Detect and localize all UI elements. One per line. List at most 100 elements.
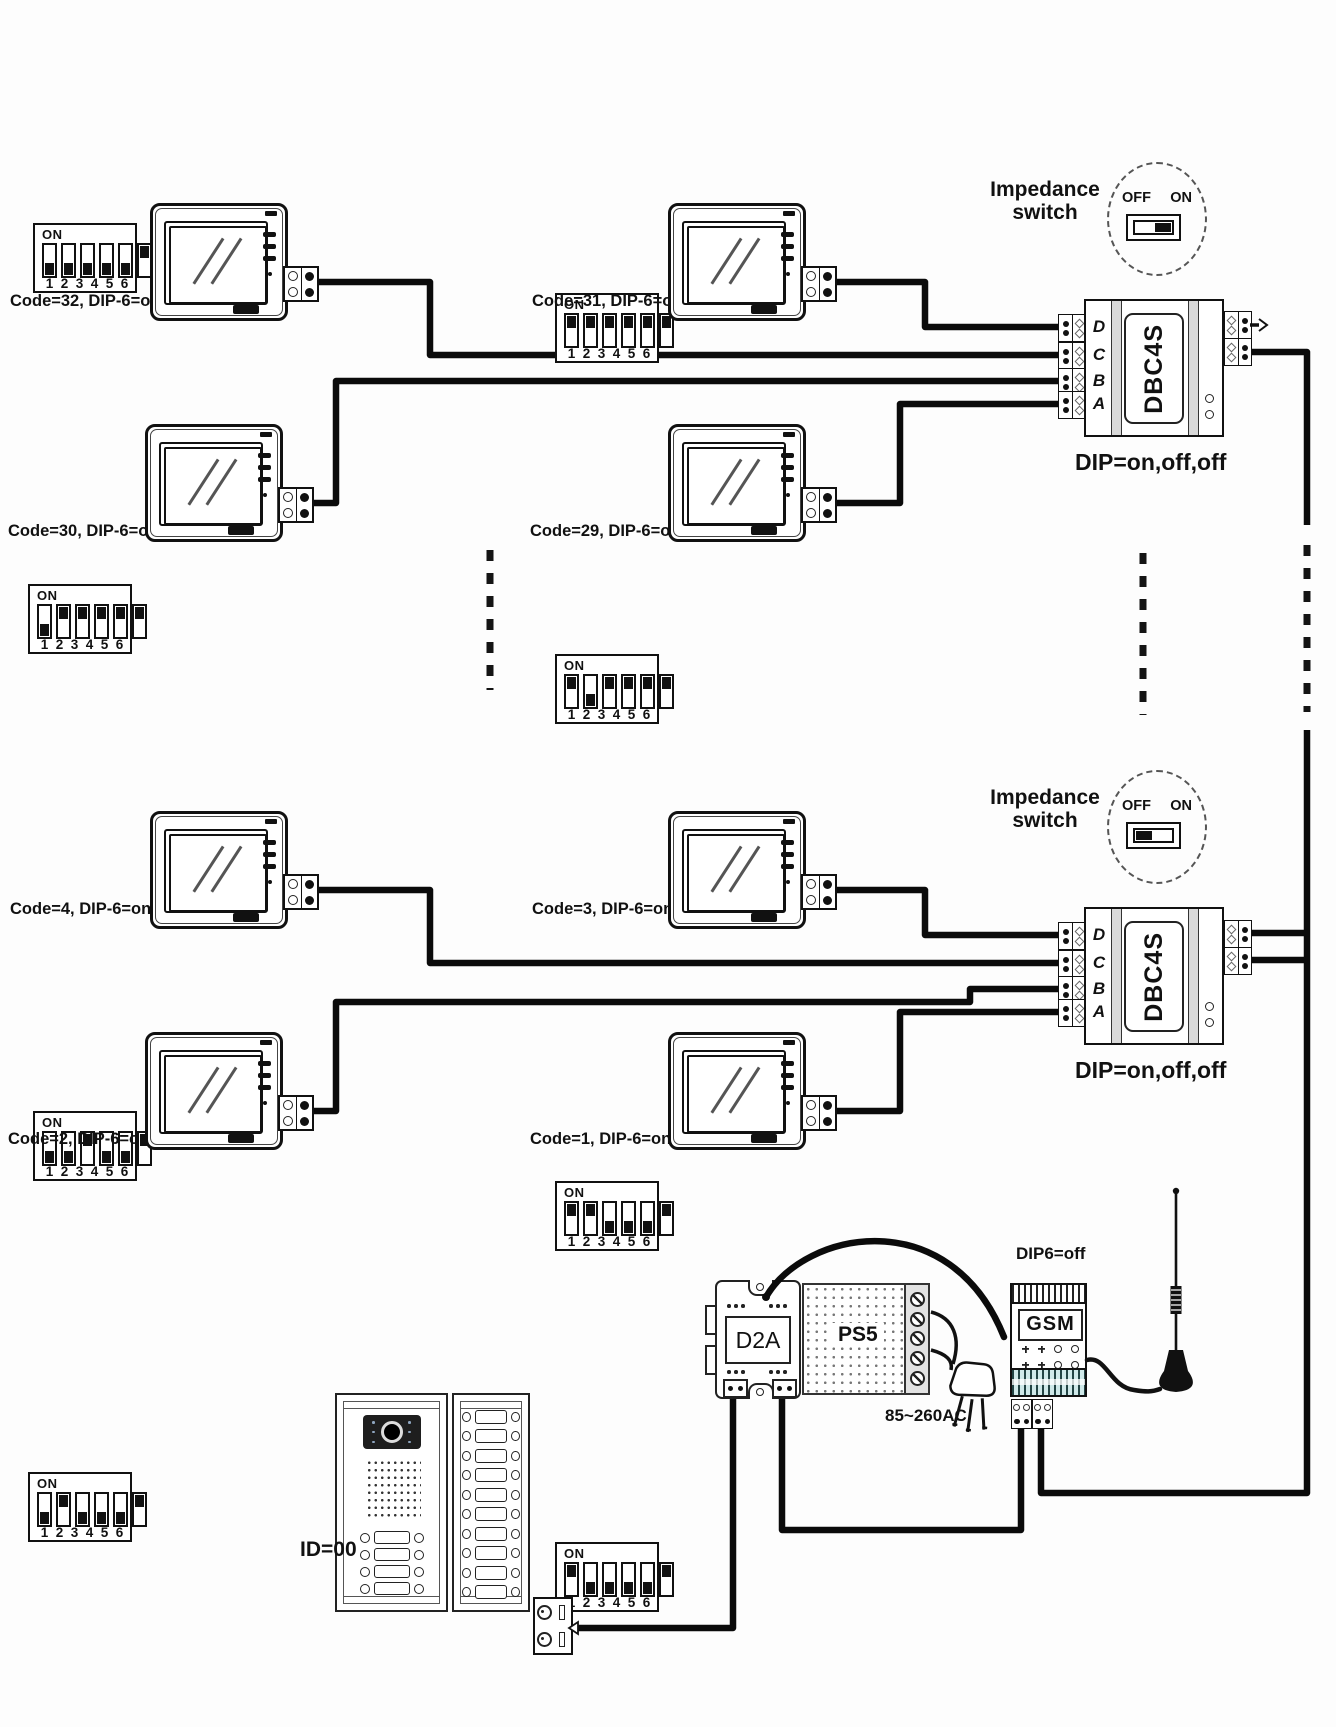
dip-slider[interactable]: [564, 674, 579, 709]
monitor-button-icon[interactable]: [781, 1085, 794, 1090]
monitor-button-icon[interactable]: [263, 840, 276, 845]
monitor-button-icon[interactable]: [781, 840, 794, 845]
dip-slider[interactable]: [621, 1562, 636, 1597]
monitor-button-icon[interactable]: [258, 453, 271, 458]
monitor-button-icon[interactable]: [781, 477, 794, 482]
dip-slider[interactable]: [640, 674, 655, 709]
monitor-button-icon[interactable]: [263, 256, 276, 261]
monitor-button-icon[interactable]: [258, 465, 271, 470]
monitor-button-icon[interactable]: [781, 1073, 794, 1078]
call-button[interactable]: [474, 1526, 508, 1541]
dip-slider[interactable]: [56, 1492, 71, 1527]
impedance-slider[interactable]: [1126, 822, 1181, 849]
monitor-button-icon[interactable]: [781, 852, 794, 857]
dip-slider[interactable]: [118, 243, 133, 278]
dip-slider[interactable]: [564, 1562, 579, 1597]
monitor-button-icon[interactable]: [781, 453, 794, 458]
monitor-button-icon[interactable]: [258, 1061, 271, 1066]
dip-slider[interactable]: [80, 243, 95, 278]
dip-slider[interactable]: [113, 604, 128, 639]
impedance-knob[interactable]: [1155, 223, 1171, 232]
dip-knob: [624, 1221, 633, 1233]
monitor-2: [145, 1032, 283, 1150]
monitor-button-icon[interactable]: [258, 477, 271, 482]
dip-slider[interactable]: [42, 243, 57, 278]
dip-slider[interactable]: [640, 1201, 655, 1236]
call-button[interactable]: [373, 1548, 410, 1561]
dip-slider[interactable]: [61, 243, 76, 278]
call-button[interactable]: [474, 1507, 508, 1522]
dip-slider[interactable]: [602, 1201, 617, 1236]
monitor-button-icon[interactable]: [781, 864, 794, 869]
dip-slider[interactable]: [583, 1201, 598, 1236]
dip-slider[interactable]: [113, 1492, 128, 1527]
monitor-button-icon[interactable]: [263, 232, 276, 237]
monitor-button-icon[interactable]: [263, 244, 276, 249]
dip-slider[interactable]: [56, 604, 71, 639]
call-button[interactable]: [474, 1448, 508, 1463]
dip-slider[interactable]: [659, 674, 674, 709]
dip-slider[interactable]: [99, 1131, 114, 1166]
dip-slider[interactable]: [75, 604, 90, 639]
monitor-button-icon[interactable]: [781, 244, 794, 249]
monitor-button-icon[interactable]: [781, 1061, 794, 1066]
monitor-button-icon[interactable]: [781, 465, 794, 470]
dip-slider[interactable]: [621, 313, 636, 348]
dip-slider[interactable]: [621, 1201, 636, 1236]
dip-slider[interactable]: [602, 313, 617, 348]
antenna-cable: [1084, 1357, 1163, 1394]
dbc4s-body: D C B A DBC4S: [1084, 907, 1224, 1045]
monitor-30-connector: [278, 487, 314, 523]
dip-slider[interactable]: [583, 1562, 598, 1597]
impedance-knob[interactable]: [1136, 831, 1152, 840]
dip-slider[interactable]: [61, 1131, 76, 1166]
dip-slider[interactable]: [583, 313, 598, 348]
dip-slider[interactable]: [659, 1201, 674, 1236]
dip-slider[interactable]: [75, 1492, 90, 1527]
dip-knob: [78, 607, 87, 619]
call-button[interactable]: [474, 1487, 508, 1502]
monitor-button-icon[interactable]: [781, 232, 794, 237]
call-button[interactable]: [474, 1429, 508, 1444]
call-button[interactable]: [474, 1565, 508, 1580]
call-button[interactable]: [373, 1531, 410, 1544]
dip-slider[interactable]: [94, 1492, 109, 1527]
dip-slider[interactable]: [602, 1562, 617, 1597]
call-button[interactable]: [373, 1582, 410, 1595]
monitor-button-icon[interactable]: [263, 864, 276, 869]
call-button[interactable]: [474, 1468, 508, 1483]
dip-slider[interactable]: [80, 1131, 95, 1166]
dip-slider[interactable]: [118, 1131, 133, 1166]
dip-slider[interactable]: [99, 243, 114, 278]
call-button[interactable]: [474, 1409, 508, 1424]
dip-slider[interactable]: [42, 1131, 57, 1166]
monitor-30: [145, 424, 283, 542]
call-button[interactable]: [373, 1565, 410, 1578]
dip-slider[interactable]: [602, 674, 617, 709]
dip-slider[interactable]: [640, 1562, 655, 1597]
call-button[interactable]: [474, 1585, 508, 1600]
monitor-button-icon[interactable]: [263, 852, 276, 857]
dip-slider[interactable]: [37, 1492, 52, 1527]
dip-slider[interactable]: [37, 604, 52, 639]
dip-slider[interactable]: [640, 313, 655, 348]
dip-slider[interactable]: [132, 1492, 147, 1527]
dip-slider[interactable]: [659, 313, 674, 348]
dip-slider[interactable]: [564, 313, 579, 348]
dip-knob: [586, 1582, 595, 1594]
dip-slider[interactable]: [132, 604, 147, 639]
dip-slider[interactable]: [621, 674, 636, 709]
dip-slider[interactable]: [583, 674, 598, 709]
monitor-button-icon[interactable]: [258, 1085, 271, 1090]
dip-slider[interactable]: [564, 1201, 579, 1236]
monitor-button-icon[interactable]: [258, 1073, 271, 1078]
impedance-slider[interactable]: [1126, 214, 1181, 241]
dip-slider[interactable]: [659, 1562, 674, 1597]
dip-slider[interactable]: [94, 604, 109, 639]
monitor-button-icon[interactable]: [781, 256, 794, 261]
cable-d2a-to-gsm: [762, 1238, 1008, 1341]
call-button[interactable]: [474, 1546, 508, 1561]
